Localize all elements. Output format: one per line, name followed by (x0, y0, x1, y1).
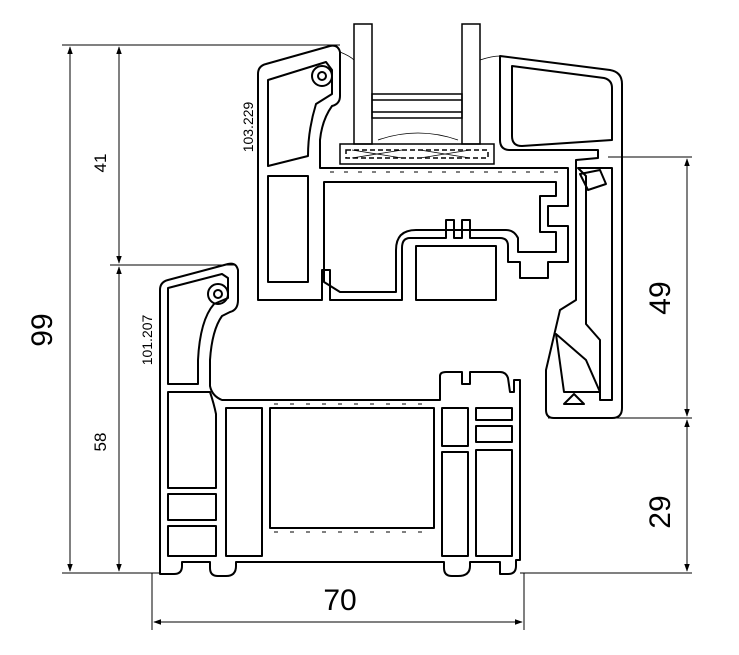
glazing-bead (499, 55, 623, 419)
dim-lower-height: 58 (91, 433, 110, 452)
dimension-arrows (67, 46, 690, 625)
profile-detail-ticks (274, 171, 560, 533)
dim-right-lower: 29 (644, 495, 677, 528)
dim-upper-height: 41 (91, 154, 110, 173)
glass-unit (339, 23, 501, 165)
dim-width: 70 (323, 584, 356, 617)
dim-total-height: 99 (26, 313, 59, 346)
frame-profile-code: 101.207 (139, 314, 155, 365)
frame-profile (159, 262, 521, 577)
sash-profile (257, 44, 569, 301)
dim-right-upper: 49 (644, 281, 677, 314)
sash-profile-code: 103.229 (240, 101, 256, 152)
